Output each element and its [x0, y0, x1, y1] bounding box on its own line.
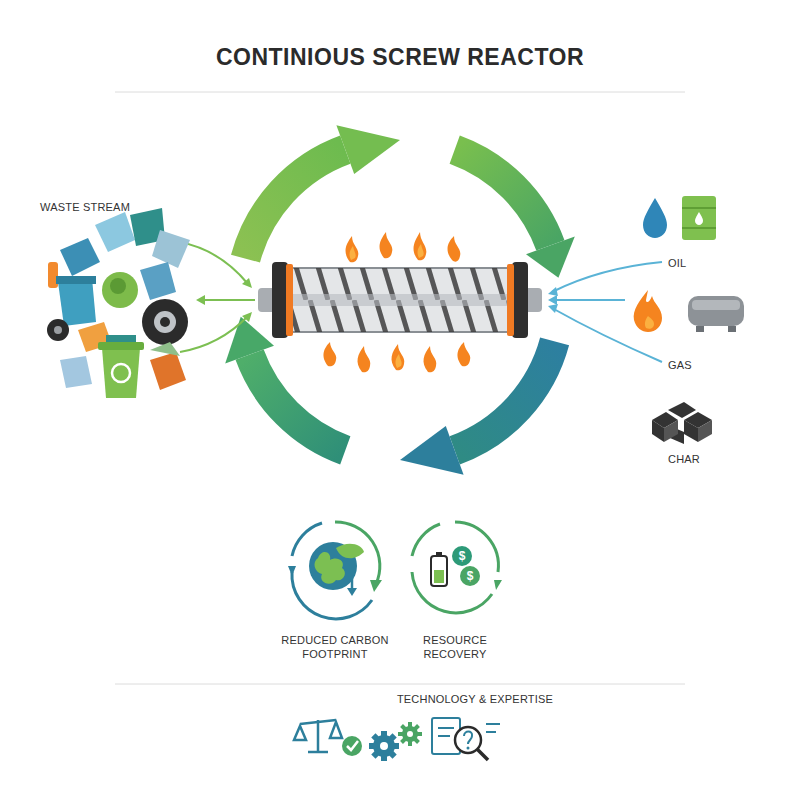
benefit-label: REDUCED CARBON FOOTPRINT — [275, 633, 395, 661]
diagram-title: CONTINIOUS SCREW REACTOR — [0, 44, 800, 71]
output-label: CHAR — [668, 452, 728, 466]
output-label: OIL — [668, 256, 728, 270]
output-label: GAS — [668, 358, 728, 372]
dollar-glyph: $ — [467, 569, 474, 583]
benefit-label: RESOURCE RECOVERY — [400, 633, 510, 661]
section-label: TECHNOLOGY & EXPERTISE — [395, 692, 555, 706]
section-label: WASTE STREAM — [40, 200, 160, 214]
dollar-glyph: $ — [459, 549, 466, 563]
